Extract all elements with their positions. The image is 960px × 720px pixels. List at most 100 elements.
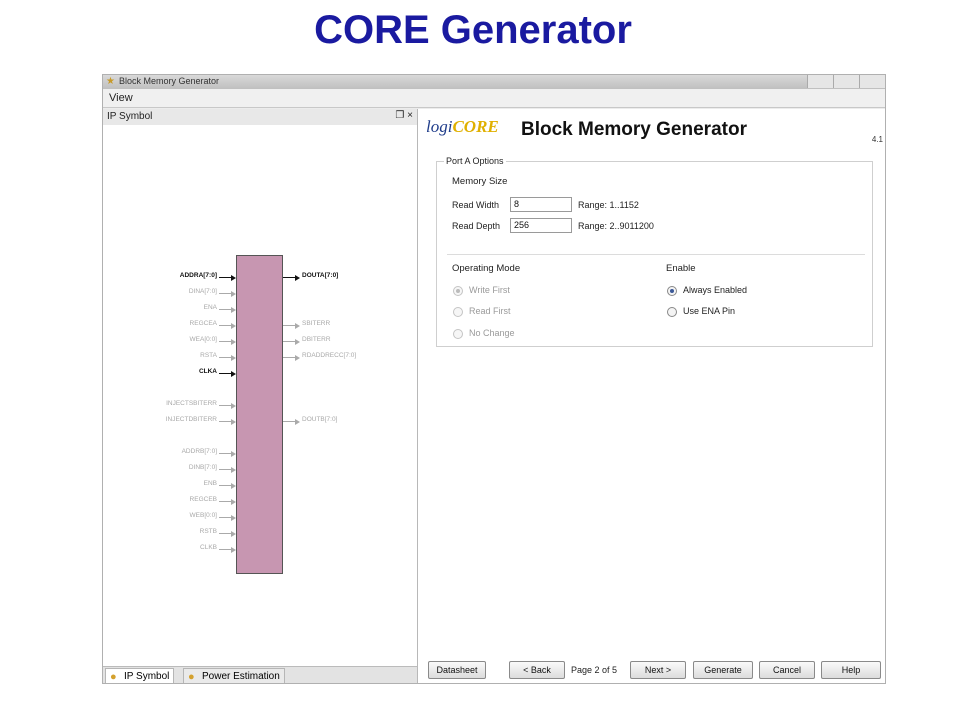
memory-size-label: Memory Size — [452, 176, 508, 187]
port-a-options-legend: Port A Options — [444, 156, 506, 166]
pin-line — [219, 277, 232, 278]
pin-line — [283, 421, 295, 422]
pin-arrow — [231, 466, 236, 473]
pin-arrow — [231, 306, 236, 313]
pin-line — [219, 293, 232, 294]
pin-arrow — [231, 338, 236, 345]
app-icon: ★ — [106, 76, 115, 87]
pin-arrow — [231, 450, 236, 457]
pin-line — [219, 549, 232, 550]
pin-line — [219, 485, 232, 486]
pin-label: ENB — [203, 480, 217, 487]
block-memory-generator-window: ★ Block Memory Generator View IP Symbol … — [102, 74, 886, 684]
pin-label: DINA[7:0] — [188, 288, 217, 295]
pin-label: CLKA — [198, 368, 217, 375]
pin-arrow — [295, 338, 300, 345]
enable-label: Enable — [666, 263, 696, 274]
write-first-radio[interactable] — [453, 286, 463, 296]
read-depth-input[interactable]: 256 — [510, 218, 572, 233]
pin-arrow — [231, 274, 236, 281]
pin-arrow — [231, 322, 236, 329]
help-button[interactable]: Help — [821, 661, 881, 679]
pin-line — [219, 517, 232, 518]
logo-core-text: CORE — [452, 117, 499, 136]
pin-arrow — [231, 514, 236, 521]
pin-line — [219, 309, 232, 310]
page-title: Block Memory Generator — [521, 119, 747, 140]
pin-arrow — [231, 354, 236, 361]
datasheet-button[interactable]: Datasheet — [428, 661, 486, 679]
pin-arrow — [231, 546, 236, 553]
pin-arrow — [231, 498, 236, 505]
pin-line — [283, 357, 295, 358]
pin-arrow — [231, 482, 236, 489]
menu-view[interactable]: View — [109, 92, 133, 104]
section-divider — [447, 254, 865, 255]
read-width-input[interactable]: 8 — [510, 197, 572, 212]
lightbulb-icon: ● — [110, 671, 117, 683]
read-width-label: Read Width — [452, 200, 500, 210]
page-indicator: Page 2 of 5 — [571, 665, 618, 675]
close-button[interactable] — [859, 75, 885, 88]
pin-arrow — [231, 530, 236, 537]
window-controls — [807, 75, 885, 89]
no-change-radio[interactable] — [453, 329, 463, 339]
pin-label: ENA — [203, 304, 217, 311]
pin-line — [283, 341, 295, 342]
next-button[interactable]: Next > — [630, 661, 686, 679]
left-panel-tabs: ● IP Symbol ● Power Estimation — [103, 666, 417, 683]
read-width-range: Range: 1..1152 — [578, 200, 639, 210]
pin-label: RSTA — [200, 352, 217, 359]
port-a-options-group: Port A Options Memory Size Read Width 8 … — [436, 156, 873, 347]
ip-symbol-header: IP Symbol ❐ × — [103, 109, 417, 126]
pin-label: INJECTSBITERR — [166, 400, 217, 407]
ip-symbol-title: IP Symbol — [107, 111, 153, 122]
pin-label: WEB[0:0] — [189, 512, 217, 519]
pin-line — [283, 325, 295, 326]
pin-arrow — [231, 290, 236, 297]
back-button[interactable]: < Back — [509, 661, 565, 679]
pin-label: REGCEA — [189, 320, 217, 327]
pin-arrow — [231, 370, 236, 377]
tab-ip-symbol[interactable]: ● IP Symbol — [105, 668, 175, 683]
tab-power-estimation[interactable]: ● Power Estimation — [183, 668, 285, 683]
pin-line — [219, 325, 232, 326]
lightbulb-icon: ● — [188, 671, 195, 683]
logo-logi-text: logi — [426, 117, 453, 136]
pin-label: RDADDRECC[7:0] — [302, 352, 357, 359]
pin-line — [219, 533, 232, 534]
pin-arrow — [231, 402, 236, 409]
slide-title: CORE Generator — [314, 8, 632, 52]
pin-line — [283, 277, 295, 278]
use-ena-pin-radio[interactable] — [667, 307, 677, 317]
pin-label: INJECTDBITERR — [165, 416, 217, 423]
pin-arrow — [231, 418, 236, 425]
generate-button[interactable]: Generate — [693, 661, 753, 679]
read-depth-range: Range: 2..9011200 — [578, 221, 654, 231]
tab-ip-symbol-label: IP Symbol — [124, 671, 170, 682]
pin-label: DOUTB[7:0] — [302, 416, 338, 423]
pin-line — [219, 421, 232, 422]
always-enabled-radio[interactable] — [667, 286, 677, 296]
pin-label: ADDRB[7:0] — [181, 448, 217, 455]
pin-label: DOUTA[7:0] — [302, 272, 339, 279]
minimize-button[interactable] — [807, 75, 833, 88]
cancel-button[interactable]: Cancel — [759, 661, 815, 679]
pin-line — [219, 341, 232, 342]
pin-line — [219, 469, 232, 470]
tab-power-estimation-label: Power Estimation — [202, 671, 280, 682]
read-first-radio[interactable] — [453, 307, 463, 317]
restore-panel-icon[interactable]: ❐ × — [395, 110, 413, 121]
pin-arrow — [295, 418, 300, 425]
pin-arrow — [295, 354, 300, 361]
pin-line — [219, 501, 232, 502]
pin-label: CLKB — [200, 544, 217, 551]
read-first-label: Read First — [469, 306, 511, 316]
maximize-button[interactable] — [833, 75, 859, 88]
pin-arrow — [295, 322, 300, 329]
operating-mode-label: Operating Mode — [452, 263, 521, 274]
pin-label: REGCEB — [189, 496, 217, 503]
logicore-logo: logiCORE — [426, 117, 499, 137]
